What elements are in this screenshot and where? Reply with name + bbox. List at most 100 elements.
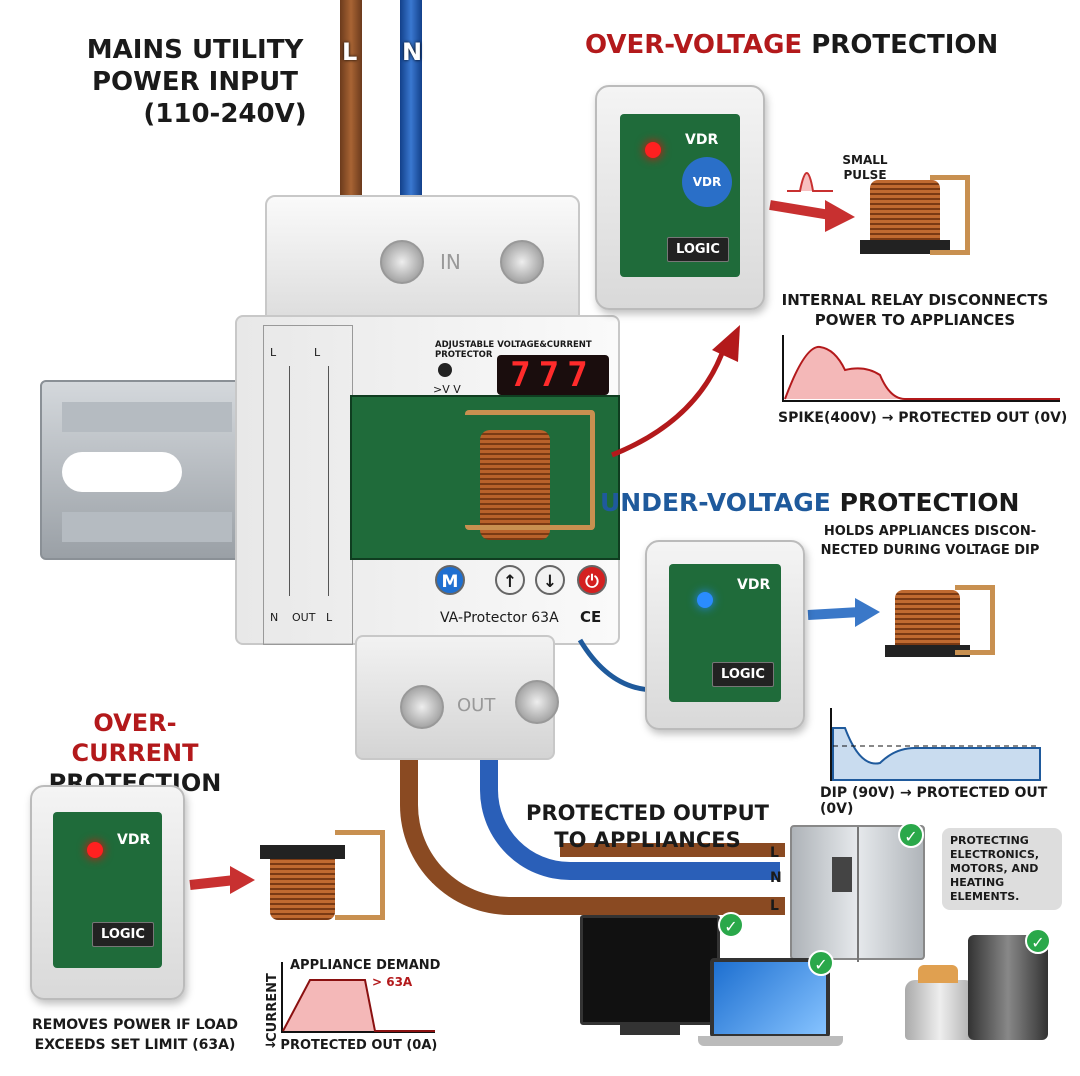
ce-mark: CE (580, 608, 602, 626)
output-wire-n-label: N (770, 870, 782, 886)
din-rail (40, 380, 250, 560)
output-line2: TO APPLIANCES (554, 828, 741, 852)
spike-chart (782, 335, 1060, 402)
refrigerator (790, 825, 925, 962)
current-caption: → PROTECTED OUT (0A) (265, 1038, 438, 1053)
schematic-out: OUT (292, 611, 316, 624)
red-led (645, 142, 661, 158)
check-icon: ✓ (718, 912, 744, 938)
protected-output-label: PROTECTED OUTPUT TO APPLIANCES (525, 800, 770, 854)
under-voltage-desc: HOLDS APPLIANCES DISCON- NECTED DURING V… (805, 522, 1055, 560)
vdr-label: VDR (117, 832, 151, 848)
protector-device: IN L L N OUT L ADJUSTABLE VOLTAGE&CURREN… (235, 195, 620, 760)
schematic-l1: L (270, 346, 277, 359)
output-wire-l-label: L (770, 845, 779, 861)
schematic-l3: L (326, 611, 333, 624)
current-axis-label: CURRENT (264, 973, 280, 1042)
spike-curve (784, 345, 1060, 400)
current-chart (281, 962, 435, 1033)
ov-desc-1: INTERNAL RELAY DISCONNECTS (781, 291, 1049, 309)
uv-relay (885, 575, 995, 670)
arrow-oc-relay (189, 875, 236, 890)
current-limit-label: > 63A (372, 975, 413, 989)
check-icon: ✓ (808, 950, 834, 976)
mains-input-label: MAINS UTILITY POWER INPUT (110-240V) (70, 34, 320, 130)
live-input-wire (340, 0, 362, 200)
wire-label-n: N (402, 38, 423, 66)
over-current-module: VDR LOGIC (30, 785, 185, 1000)
out-label: OUT (457, 695, 496, 716)
vdr-component: VDR (682, 157, 732, 207)
over-voltage-title: OVER-VOLTAGE PROTECTION (585, 30, 998, 60)
led-display: 777 (497, 355, 609, 395)
small-pulse-label: SMALL PULSE (842, 153, 888, 182)
relay-frame (465, 410, 595, 530)
red-led (87, 842, 103, 858)
schematic-l2: L (314, 346, 321, 359)
arrow-to-undervoltage (577, 638, 656, 693)
output-screw-left (400, 685, 444, 729)
logic-chip: LOGIC (667, 237, 729, 262)
oc-relay (255, 820, 390, 930)
wire-label-l: L (342, 38, 358, 66)
arrow-uv-relay (807, 607, 861, 620)
vdr-label: VDR (685, 132, 719, 148)
oc-desc-2: EXCEEDS SET LIMIT (63A) (34, 1037, 236, 1053)
mode-button[interactable]: M (435, 565, 465, 595)
vdr-label: VDR (737, 577, 771, 593)
pulse-icon (787, 172, 833, 192)
television (580, 915, 720, 1025)
model-label: VA-Protector 63A (440, 610, 559, 626)
over-current-title-a: OVER-CURRENT (71, 709, 199, 767)
ov-desc-2: POWER TO APPLIANCES (814, 311, 1016, 329)
arrow-head (712, 325, 740, 362)
under-voltage-title-b: PROTECTION (839, 488, 1020, 517)
current-chart-title: APPLIANCE DEMAND (290, 958, 441, 973)
input-screw-right (500, 240, 544, 284)
indicator-label: >V V (433, 383, 461, 396)
over-voltage-desc: INTERNAL RELAY DISCONNECTS POWER TO APPL… (770, 290, 1060, 330)
oc-desc-1: REMOVES POWER IF LOAD (31, 1017, 239, 1033)
logic-chip: LOGIC (92, 922, 154, 947)
output-line1: PROTECTED OUTPUT (526, 801, 769, 825)
protection-bubble: PROTECTING ELECTRONICS, MOTORS, AND HEAT… (942, 828, 1062, 910)
dip-curve (832, 727, 1041, 781)
check-icon: ✓ (1025, 928, 1051, 954)
mains-line2: POWER INPUT (91, 67, 298, 97)
under-voltage-title: UNDER-VOLTAGE PROTECTION (600, 488, 1019, 517)
relay-coil (480, 430, 550, 540)
spike-caption: SPIKE(400V) → PROTECTED OUT (0V) (778, 410, 1068, 426)
up-button[interactable]: ↑ (495, 565, 525, 595)
ov-relay (860, 170, 970, 270)
blue-led (697, 592, 713, 608)
panel-title: ADJUSTABLE VOLTAGE&CURRENT PROTECTOR (435, 340, 592, 360)
live-output-wire-2 (560, 843, 785, 857)
toaster (905, 980, 975, 1040)
power-button[interactable]: ⏻ (577, 565, 607, 595)
logic-chip: LOGIC (712, 662, 774, 687)
mains-line1: MAINS UTILITY (86, 35, 304, 65)
over-current-desc: REMOVES POWER IF LOAD EXCEEDS SET LIMIT … (20, 1015, 250, 1055)
arrow-to-overvoltage (611, 344, 728, 458)
under-voltage-title-a: UNDER-VOLTAGE (600, 488, 831, 517)
schematic-n: N (270, 611, 279, 624)
dip-chart (830, 708, 1041, 781)
in-label: IN (440, 250, 461, 274)
output-screw-right (515, 680, 559, 724)
current-curve (282, 979, 435, 1032)
under-voltage-module: VDR LOGIC (645, 540, 805, 730)
uv-desc-2: NECTED DURING VOLTAGE DIP (820, 543, 1040, 558)
dip-caption: DIP (90V) → PROTECTED OUT (0V) (820, 785, 1048, 817)
over-voltage-title-a: OVER-VOLTAGE (585, 30, 803, 60)
output-wire-l2-label: L (770, 898, 779, 914)
indicator-led (438, 363, 452, 377)
arrow-ov-relay (769, 200, 831, 220)
mains-line3: (110-240V) (143, 99, 307, 129)
down-button[interactable]: ↓ (535, 565, 565, 595)
check-icon: ✓ (898, 822, 924, 848)
uv-desc-1: HOLDS APPLIANCES DISCON- (823, 524, 1037, 539)
over-voltage-module: VDR VDR LOGIC (595, 85, 765, 310)
neutral-input-wire (400, 0, 422, 200)
input-screw-left (380, 240, 424, 284)
